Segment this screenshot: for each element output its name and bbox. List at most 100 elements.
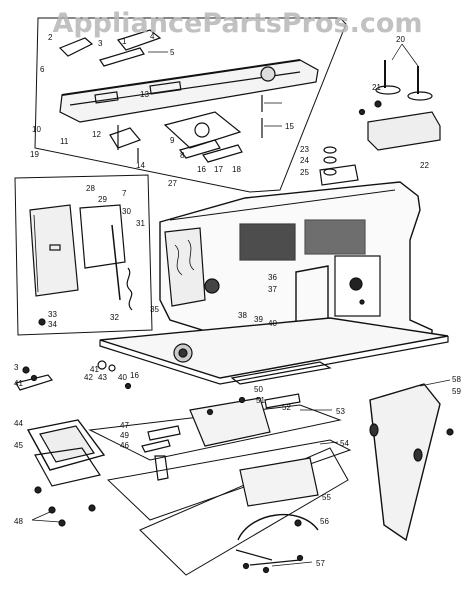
tray-44-outer [26, 419, 106, 471]
callout-27: 27 [168, 179, 177, 188]
callout-7: 7 [122, 189, 127, 198]
callout-labels: 1 2 3 4 5 6 7 8 9 10 11 12 13 14 15 16 1… [14, 32, 461, 568]
callout-57: 57 [316, 559, 325, 568]
feed-parts-group [15, 360, 116, 527]
screw-3a [22, 366, 30, 374]
machine-head [159, 146, 433, 339]
spool-pin-group [358, 43, 441, 151]
callout-31: 31 [136, 219, 145, 228]
spool-pin-right-felt [407, 91, 433, 101]
callout-29: 29 [98, 195, 107, 204]
callout-51: 51 [256, 396, 265, 405]
screw-57a [242, 562, 250, 570]
leader-48b [31, 519, 61, 523]
callout-14: 14 [136, 161, 145, 170]
head-window-2 [304, 219, 366, 255]
callout-40b: 40 [118, 373, 127, 382]
throat-plate [189, 397, 271, 447]
callout-30: 30 [122, 207, 131, 216]
leader-58 [419, 379, 451, 387]
leader-20b [401, 43, 419, 67]
callout-59: 59 [452, 387, 461, 396]
screw-50a [206, 408, 214, 416]
callout-46: 46 [120, 441, 129, 450]
callout-40: 40 [268, 319, 277, 328]
callout-23: 23 [300, 145, 309, 154]
callout-20: 20 [396, 35, 405, 44]
face-spring [126, 267, 133, 311]
callout-53: 53 [336, 407, 345, 416]
face-cover-edge [33, 214, 39, 293]
base-parts-group [88, 393, 352, 576]
bracket-part [109, 127, 142, 149]
callout-54: 54 [340, 439, 349, 448]
cover-latch [413, 448, 423, 462]
washer-43 [108, 364, 116, 372]
panel-57 [139, 447, 349, 576]
callout-9: 9 [170, 136, 175, 145]
side-cover-group [369, 379, 454, 542]
feed-dog-47 [147, 425, 181, 441]
callout-44: 44 [14, 419, 23, 428]
callout-35: 35 [150, 305, 159, 314]
spring-57 [235, 549, 301, 566]
callout-18: 18 [232, 165, 241, 174]
callout-38: 38 [238, 311, 247, 320]
screw-57c [296, 554, 304, 562]
spool-block [367, 111, 441, 151]
tension-disc-25 [323, 168, 337, 176]
callout-8: 8 [180, 151, 185, 160]
callout-12: 12 [92, 130, 101, 139]
callout-37: 37 [268, 285, 277, 294]
leader-54 [319, 441, 339, 445]
callout-58: 58 [452, 375, 461, 384]
spool-screw-21 [374, 100, 382, 108]
plate-part [163, 111, 242, 149]
watermark: AppliancePartsPros.com [52, 8, 423, 39]
callout-22: 22 [420, 161, 429, 170]
bed-front-edge [99, 336, 449, 385]
thread-guide [319, 164, 359, 186]
foot-48b [48, 506, 56, 514]
callout-16b: 16 [130, 371, 139, 380]
callout-24: 24 [300, 156, 309, 165]
bobbin-cover-inner [178, 348, 188, 358]
link-part-1 [58, 37, 94, 57]
callout-52: 52 [282, 403, 291, 412]
panel-54 [106, 439, 352, 521]
link-part-2 [99, 47, 145, 67]
head-top [169, 189, 396, 221]
face-cover-slot [49, 244, 61, 251]
head-dial [349, 277, 363, 291]
callout-3: 3 [98, 39, 103, 48]
head-window-1 [239, 223, 296, 261]
callout-19: 19 [30, 150, 39, 159]
spool-pin-left-felt [375, 85, 401, 95]
callout-13: 13 [140, 90, 149, 99]
cover-hinge [369, 423, 379, 437]
screw-56 [294, 519, 302, 527]
callout-50: 50 [254, 385, 263, 394]
callout-1: 1 [122, 37, 127, 46]
foot-48c [58, 519, 66, 527]
side-cover-58 [369, 383, 441, 542]
arm-shaft-top [61, 59, 301, 96]
screw-59 [446, 428, 454, 436]
tension-knob [204, 278, 220, 294]
face-plate-panel-outline [14, 174, 153, 336]
callout-36: 36 [268, 273, 277, 282]
tray-45 [34, 447, 101, 487]
callout-45: 45 [14, 441, 23, 450]
slide-52 [264, 393, 301, 409]
plate-hole [194, 122, 210, 138]
needle-bar-area [164, 227, 206, 307]
tension-disc-24 [323, 156, 337, 164]
callout-41b: 41 [90, 365, 99, 374]
leader-20 [391, 43, 403, 61]
head-wires [174, 239, 195, 276]
callout-32: 32 [110, 313, 119, 322]
ring-56 [237, 514, 319, 541]
callout-15: 15 [285, 122, 294, 131]
foot-48a [34, 486, 42, 494]
